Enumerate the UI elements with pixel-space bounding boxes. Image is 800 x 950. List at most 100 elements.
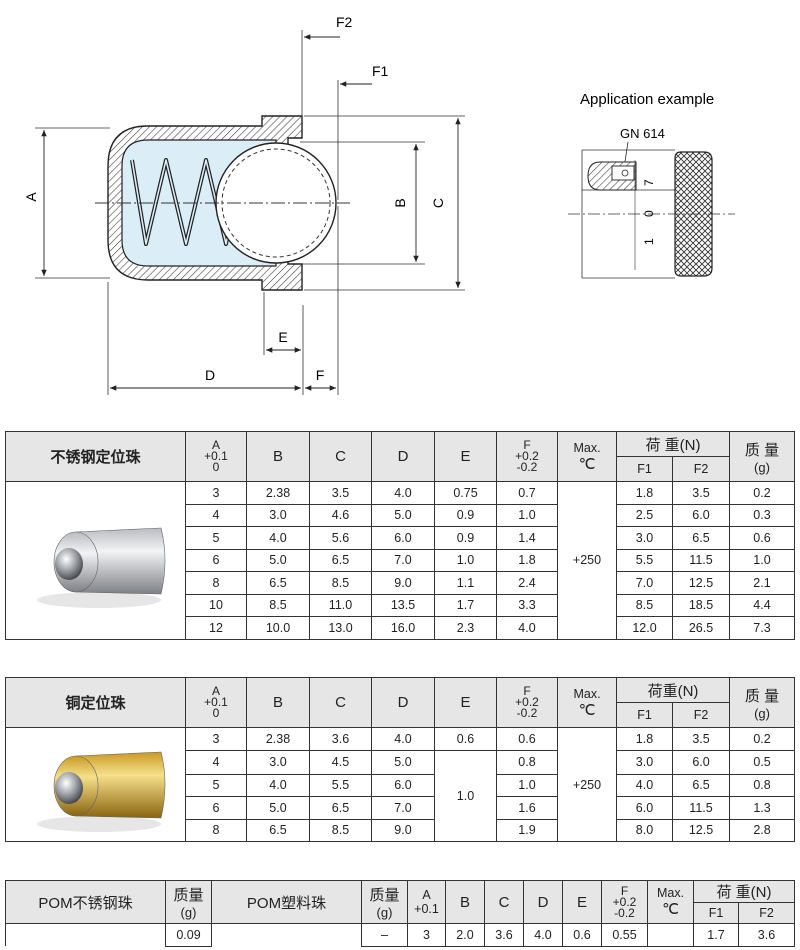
dim-label-f: F [316,367,325,383]
table-cell: 2.1 [729,571,795,595]
table-cell: 8 [185,571,247,595]
table-cell: 6.0 [616,796,673,820]
table-cell: 8.0 [616,818,673,842]
table-cell: 8.5 [309,818,372,842]
pom-table: POM不锈钢珠 质量(g) POM塑料珠 质量(g) A+0.1 B C D E… [5,880,795,947]
table-cell: 3.0 [616,526,673,550]
col-c-header: C [309,431,372,482]
col-mass-header: 质量(g) [165,880,212,924]
table-cell: 3.5 [672,481,730,505]
table-cell: 3.3 [496,593,558,617]
technical-drawing: A B C F2 F1 E D F Application example GN… [23,14,735,395]
table-cell: 1.0 [496,503,558,527]
table3-d: 4.0 [523,923,563,947]
col-e-header: E [434,431,497,482]
table-cell: 11.0 [309,593,372,617]
steel-plunger-photo [36,527,165,608]
col-d-header: D [371,431,435,482]
table-cell: 12.0 [616,616,673,640]
table3-c: 3.6 [484,923,524,947]
dim-label-d: D [205,367,215,383]
table-cell: 0.2 [729,727,796,751]
col-load-header: 荷 重(N) [616,431,730,457]
table-cell: 4.4 [729,593,795,617]
table-cell: 26.5 [672,616,730,640]
table-cell: 0.8 [496,749,558,775]
table-cell: 6 [185,796,247,820]
col-e-header: E [434,677,497,728]
table-cell: 1.0 [434,548,497,572]
col-a-header: A+0.1 [407,880,446,924]
table-cell: 8.5 [309,571,372,595]
table-cell: 12 [185,616,247,640]
table-cell: 13.5 [371,593,435,617]
table-cell: 0.75 [434,481,497,505]
table-cell: 5.0 [246,796,310,820]
table-cell: 4.0 [371,481,435,505]
table-cell: 1.8 [616,481,673,505]
table-cell: 3.5 [671,727,731,751]
table-cell: 5.5 [309,773,372,797]
table-cell: 5.0 [371,503,435,527]
table-cell: 7.0 [371,548,435,572]
table-cell: 6.0 [672,503,730,527]
table-cell: 1.0 [496,773,558,797]
product-image-cell [5,727,186,842]
table-cell: 0.5 [729,749,796,775]
table-cell: 13.0 [309,616,372,640]
table-cell: 3 [185,481,247,505]
table-cell: 8 [185,818,247,842]
col-f1-header: F1 [616,456,673,482]
product-image-cell [5,481,186,640]
application-drawing [568,149,735,279]
table3-f1: 1.7 [693,923,739,947]
table-cell: 9.0 [371,818,435,842]
col-max-temp-header: Max.℃ [647,880,694,924]
table-cell: 6.5 [246,818,310,842]
application-dim-1: 1 [642,238,656,245]
table-cell: 2.38 [246,727,310,751]
col-mass-header: 质 量(g) [729,677,796,728]
table-cell: 1.7 [434,593,497,617]
table-cell: 0.3 [729,503,795,527]
col-max-temp-header: Max.℃ [557,677,617,728]
table-cell: 6.0 [371,773,435,797]
col-f-header: F+0.2-0.2 [601,880,648,924]
table-cell: 6.0 [671,749,731,775]
max-temp-cell: +250 [557,727,617,842]
table-cell: 6.5 [672,526,730,550]
col-c-header: C [484,880,524,924]
table-cell: 1.1 [434,571,497,595]
table-cell: 0.9 [434,526,497,550]
table-cell: 4.0 [496,616,558,640]
col-c-header: C [309,677,372,728]
table-cell: 16.0 [371,616,435,640]
table3-a: 3 [407,923,446,947]
e-cell: 0.6 [434,727,497,751]
application-dim-7: 7 [642,179,656,186]
table-cell: 3 [185,727,247,751]
table-cell: 4.0 [616,773,673,797]
table-cell: 8.5 [616,593,673,617]
col-f2-header: F2 [671,702,731,728]
table-cell: 3.6 [309,727,372,751]
table-cell: 0.2 [729,481,795,505]
table-cell: 1.0 [729,548,795,572]
table-cell: 1.8 [616,727,673,751]
table-cell: 1.6 [496,796,558,820]
table-cell: 5 [185,526,247,550]
col-b-header: B [445,880,485,924]
table3-title-plastic: POM塑料珠 [211,880,362,924]
dim-label-a: A [23,192,39,202]
table-cell: 2.3 [434,616,497,640]
table-cell: 3.0 [246,749,310,775]
table-cell: 18.5 [672,593,730,617]
